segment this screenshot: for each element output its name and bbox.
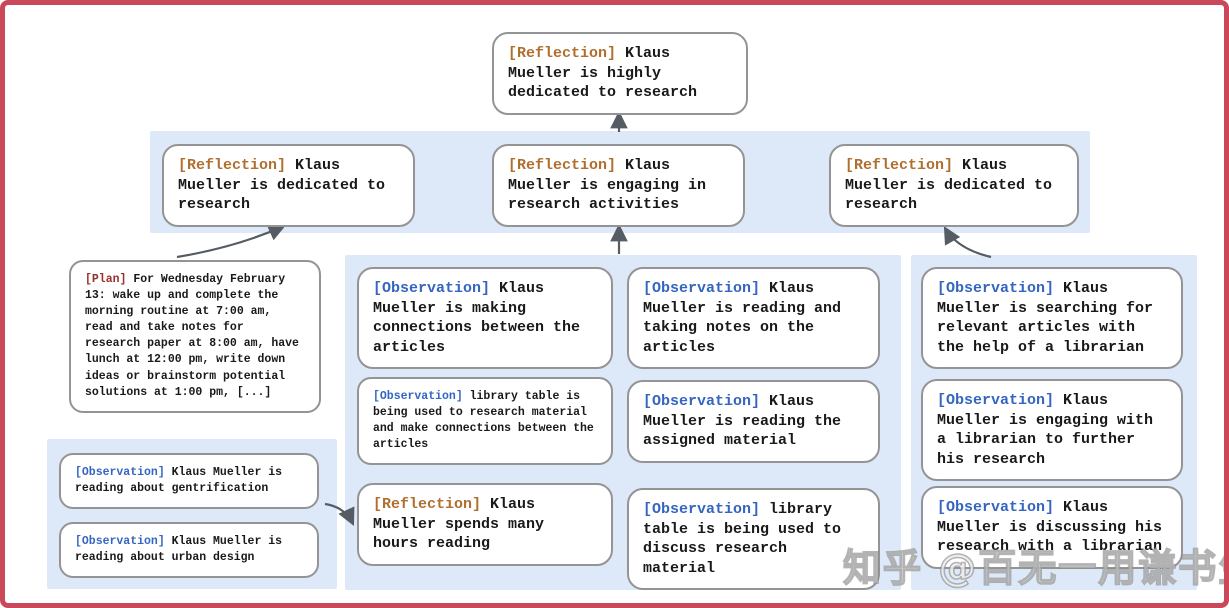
node-text: For Wednesday February 13: wake up and c…: [85, 273, 299, 399]
observation-tag: [Observation]: [373, 390, 463, 403]
node-obs-taking-notes: [Observation] Klaus Mueller is reading a…: [627, 267, 880, 369]
node-obs-assigned-material: [Observation] Klaus Mueller is reading t…: [627, 380, 880, 463]
node-text: library table is being used to discuss r…: [643, 501, 842, 577]
node-text: Klaus Mueller is engaging in research ac…: [508, 157, 707, 213]
observation-tag: [Observation]: [75, 466, 165, 479]
observation-tag: [Observation]: [937, 392, 1055, 409]
observation-tag: [Observation]: [75, 535, 165, 548]
node-obs-making-connections: [Observation] Klaus Mueller is making co…: [357, 267, 613, 369]
node-text: Klaus Mueller spends many hours reading: [373, 496, 545, 552]
node-obs-discussing-librarian: [Observation] Klaus Mueller is discussin…: [921, 486, 1183, 569]
node-text: Klaus Mueller is reading the assigned ma…: [643, 393, 842, 449]
node-text: Klaus Mueller is making connections betw…: [373, 280, 581, 356]
observation-tag: [Observation]: [643, 393, 761, 410]
node-obs-gentrification: [Observation] Klaus Mueller is reading a…: [59, 453, 319, 510]
node-reflection-dedicated-1: [Reflection] Klaus Mueller is dedicated …: [162, 144, 415, 227]
node-text: library table is being used to research …: [373, 390, 594, 452]
node-obs-searching-articles: [Observation] Klaus Mueller is searching…: [921, 267, 1183, 369]
node-text: Klaus Mueller is reading about gentrific…: [75, 466, 283, 496]
node-text: Klaus Mueller is engaging with a librari…: [937, 392, 1154, 468]
node-reflection-top: [Reflection] Klaus Mueller is highly ded…: [492, 32, 748, 115]
observation-tag: [Observation]: [373, 280, 491, 297]
node-reflection-engaging: [Reflection] Klaus Mueller is engaging i…: [492, 144, 745, 227]
node-text: Klaus Mueller is discussing his research…: [937, 499, 1163, 555]
reflection-tag: [Reflection]: [508, 45, 617, 62]
node-text: Klaus Mueller is highly dedicated to res…: [508, 45, 698, 101]
reflection-tag: [Reflection]: [373, 496, 482, 513]
node-text: Klaus Mueller is reading about urban des…: [75, 535, 283, 565]
reflection-tag: [Reflection]: [508, 157, 617, 174]
node-text: Klaus Mueller is searching for relevant …: [937, 280, 1154, 356]
node-obs-library-table-discuss: [Observation] library table is being use…: [627, 488, 880, 590]
node-text: Klaus Mueller is dedicated to research: [845, 157, 1053, 213]
observation-tag: [Observation]: [643, 501, 761, 518]
observation-tag: [Observation]: [937, 280, 1055, 297]
node-obs-library-table-research: [Observation] library table is being use…: [357, 377, 613, 466]
node-obs-engaging-librarian: [Observation] Klaus Mueller is engaging …: [921, 379, 1183, 481]
node-reflection-dedicated-2: [Reflection] Klaus Mueller is dedicated …: [829, 144, 1079, 227]
node-text: Klaus Mueller is reading and taking note…: [643, 280, 842, 356]
observation-tag: [Observation]: [937, 499, 1055, 516]
node-reflection-hours-reading: [Reflection] Klaus Mueller spends many h…: [357, 483, 613, 566]
observation-tag: [Observation]: [643, 280, 761, 297]
plan-tag: [Plan]: [85, 273, 127, 286]
node-text: Klaus Mueller is dedicated to research: [178, 157, 386, 213]
reflection-tag: [Reflection]: [178, 157, 287, 174]
node-plan-wednesday: [Plan] For Wednesday February 13: wake u…: [69, 260, 321, 413]
node-obs-urban-design: [Observation] Klaus Mueller is reading a…: [59, 522, 319, 579]
reflection-tag: [Reflection]: [845, 157, 954, 174]
